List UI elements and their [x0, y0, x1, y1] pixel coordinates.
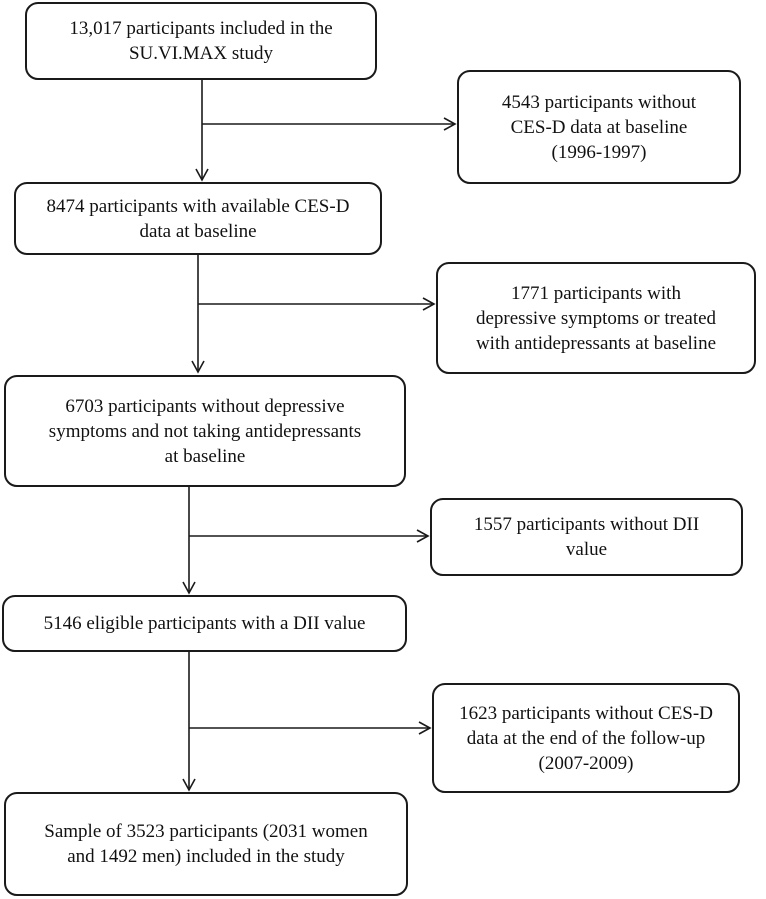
- exclusion-box-2: 1771 participants with depressive sympto…: [436, 262, 756, 374]
- step-box-2: 8474 participants with available CES-D d…: [14, 182, 382, 255]
- step-box-5: Sample of 3523 participants (2031 women …: [4, 792, 408, 896]
- step-5-text: Sample of 3523 participants (2031 women …: [44, 821, 368, 867]
- step-box-3: 6703 participants without depressive sym…: [4, 375, 406, 487]
- exclusion-4-text: 1623 participants without CES-D data at …: [459, 702, 713, 774]
- step-2-text: 8474 participants with available CES-D d…: [46, 195, 350, 242]
- step-1-text: 13,017 participants included in the SU.V…: [69, 18, 333, 64]
- exclusion-3-text: 1557 participants without DII value: [473, 514, 700, 560]
- exclusion-box-3: 1557 participants without DII value: [430, 498, 743, 576]
- exclusion-box-1: 4543 participants without CES-D data at …: [457, 70, 741, 184]
- exclusion-1-text: 4543 participants without CES-D data at …: [501, 91, 697, 163]
- step-box-1: 13,017 participants included in the SU.V…: [25, 2, 377, 80]
- step-3-text: 6703 participants without depressive sym…: [48, 395, 362, 467]
- exclusion-2-text: 1771 participants with depressive sympto…: [475, 282, 717, 354]
- step-box-4: 5146 eligible participants with a DII va…: [2, 595, 407, 652]
- step-4-text: 5146 eligible participants with a DII va…: [43, 613, 366, 634]
- exclusion-box-4: 1623 participants without CES-D data at …: [432, 683, 740, 793]
